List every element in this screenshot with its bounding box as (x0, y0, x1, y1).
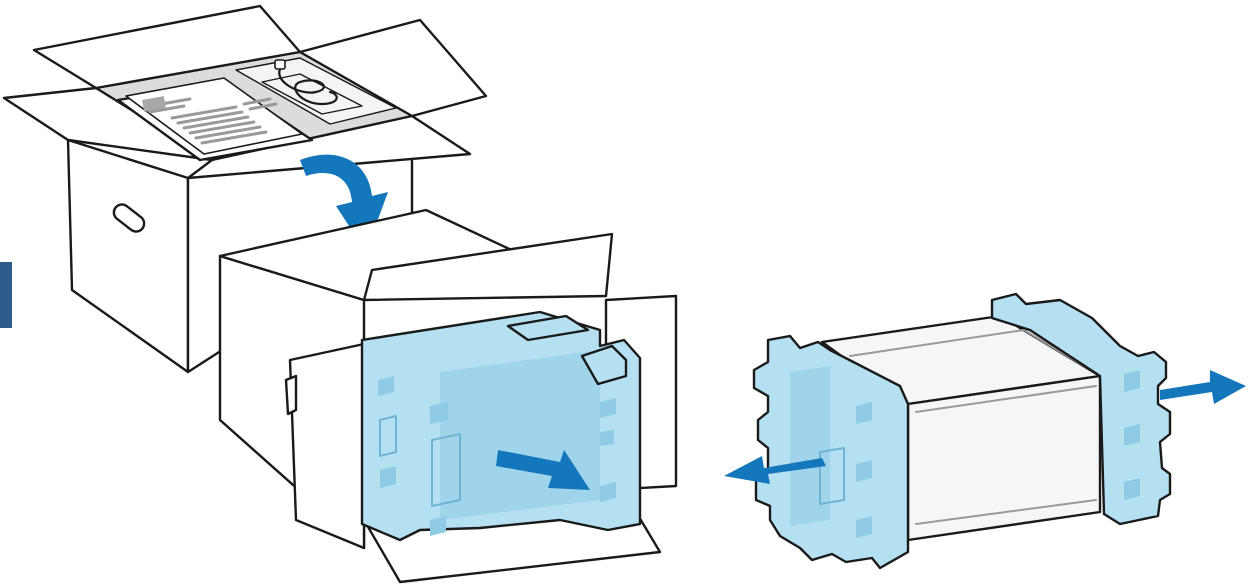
arrow-right-icon (1160, 370, 1246, 404)
document-text-lines (148, 97, 278, 145)
printer-stripe (915, 499, 1097, 525)
front-box (218, 208, 678, 584)
back-box-flap-right (298, 18, 488, 118)
front-box-foam (360, 310, 642, 542)
foam-end-right (990, 292, 1172, 526)
printer-front (906, 374, 1102, 542)
front-box-flap-top (362, 232, 614, 302)
back-box-handle (112, 203, 146, 233)
printer-stripe (915, 385, 1097, 413)
back-box-body (66, 138, 190, 374)
printer-with-foam (724, 292, 1246, 570)
power-cable-icon (274, 59, 338, 106)
front-box-flap-handle (284, 374, 298, 416)
page-edge-tab (0, 262, 12, 328)
front-box-flap-front-left (288, 342, 366, 550)
document-logo (142, 96, 166, 112)
arrow-right-icon (496, 450, 590, 490)
document-stack (116, 77, 314, 162)
arrow-left-icon (724, 456, 826, 484)
back-box-flap-front (186, 114, 472, 180)
